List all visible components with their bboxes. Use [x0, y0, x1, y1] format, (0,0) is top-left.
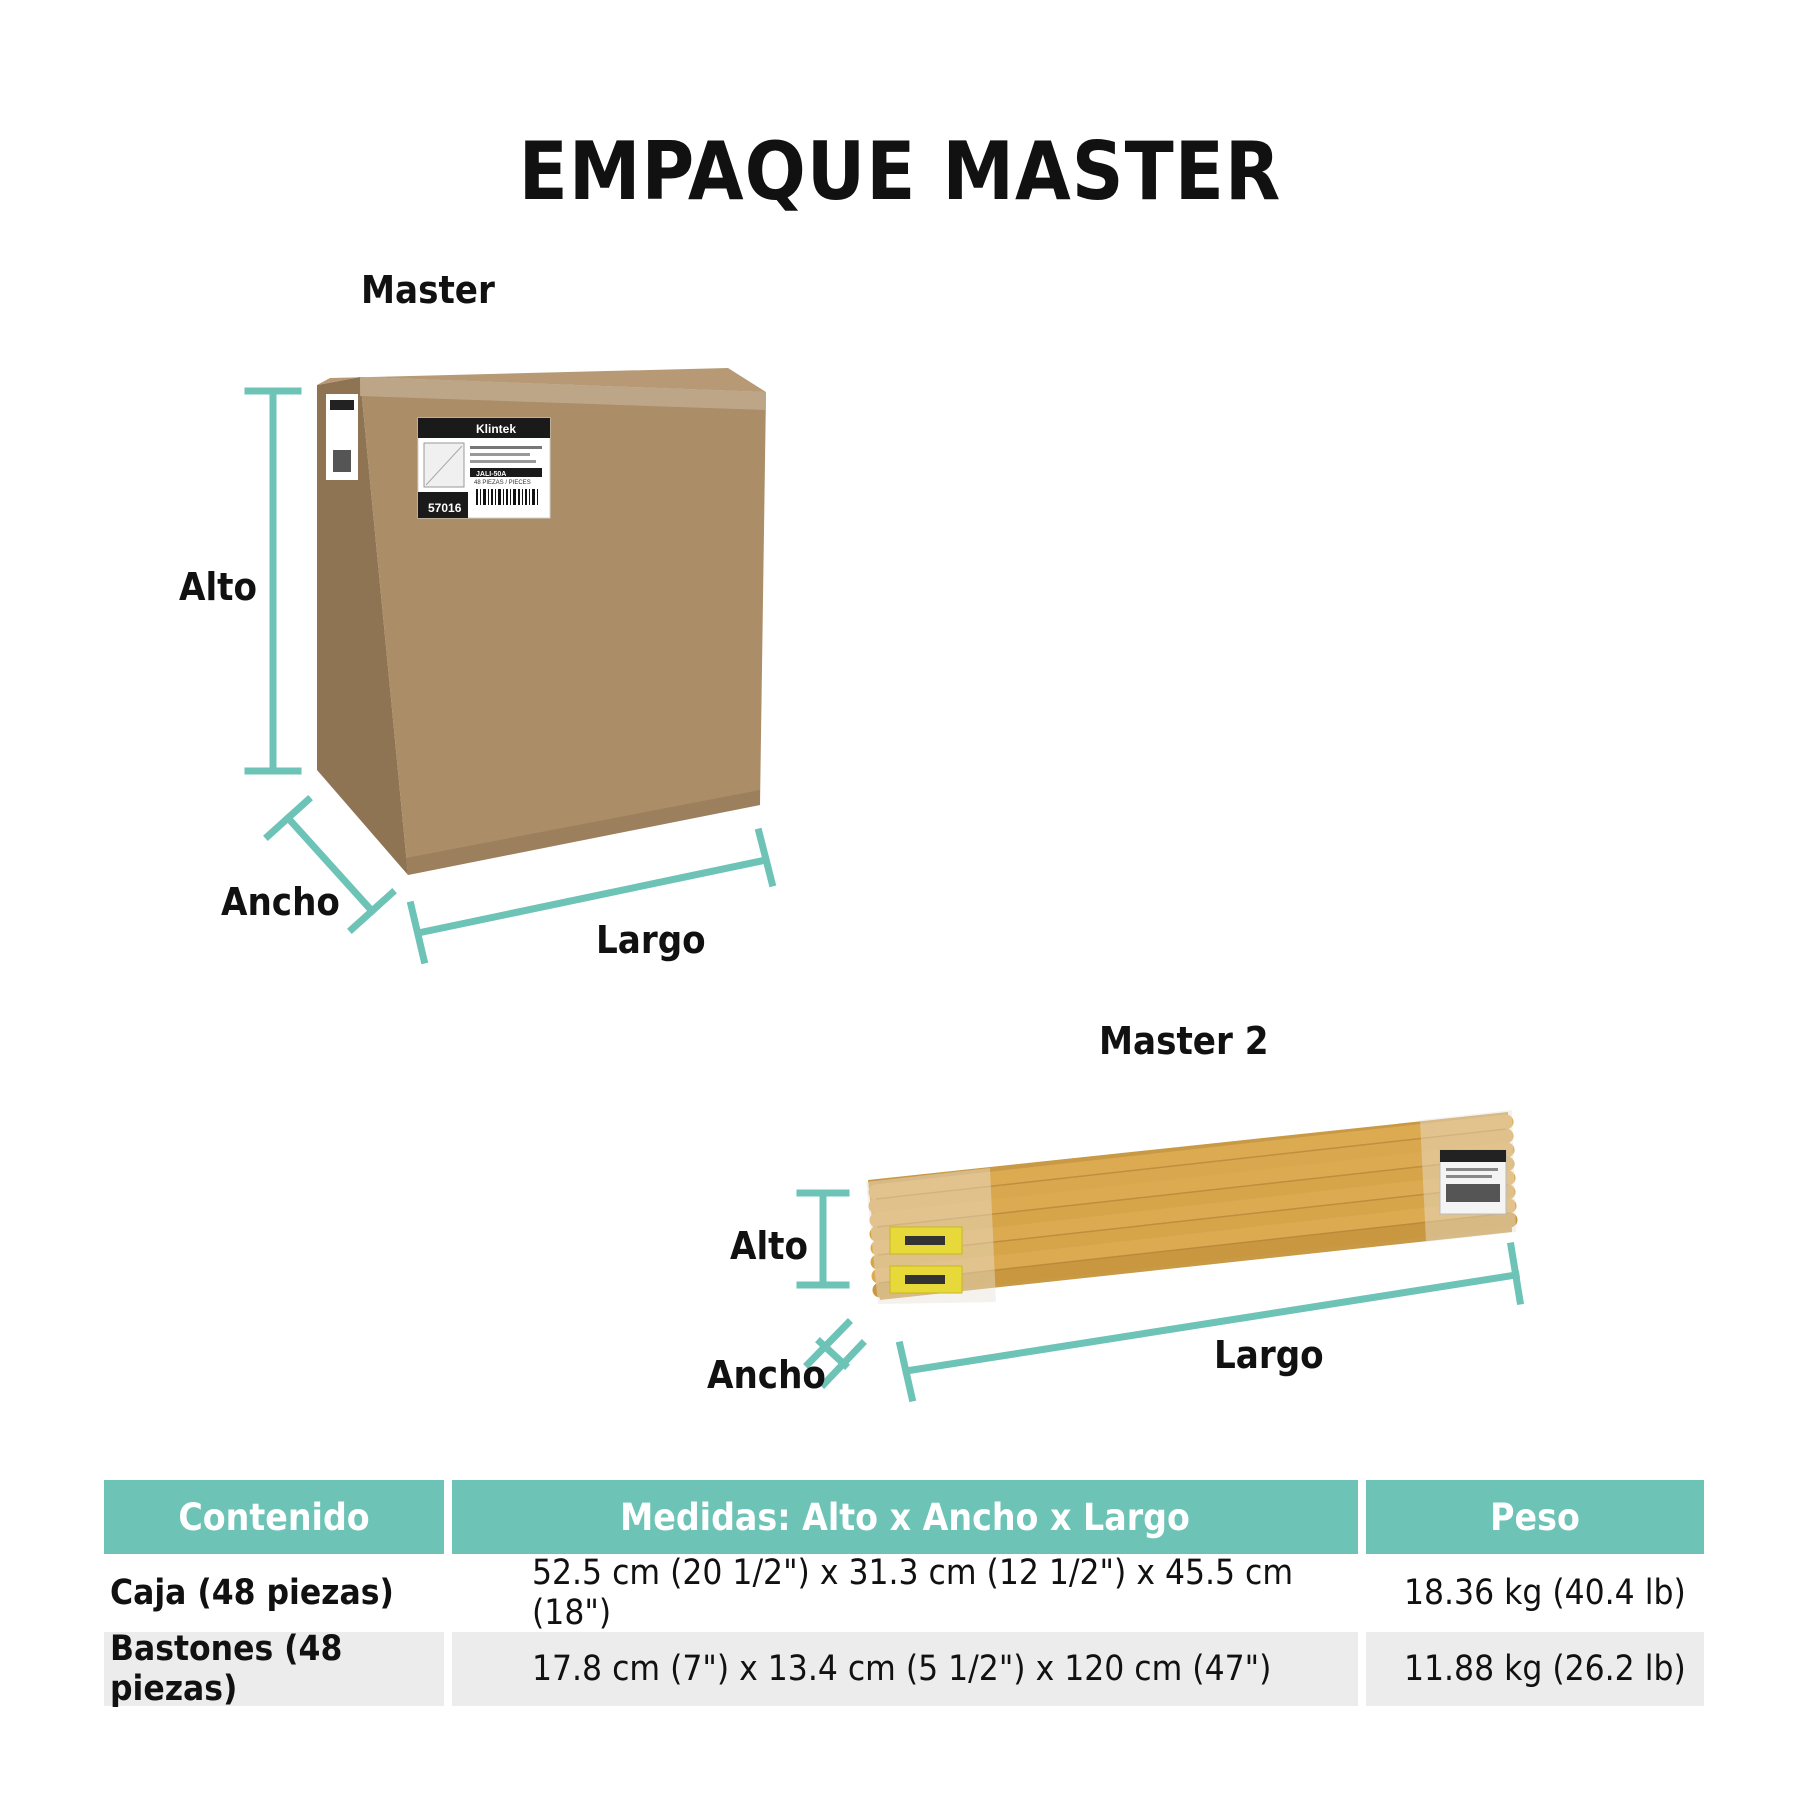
master1-dimension-lines [244, 387, 777, 965]
header-contenido: Contenido [104, 1480, 444, 1554]
master2-dimension-lines [796, 1189, 1525, 1403]
ancho-dimension-line [283, 813, 377, 916]
cell-medidas: 52.5 cm (20 1/2") x 31.3 cm (12 1/2") x … [532, 1553, 1294, 1633]
cell-contenido: Caja (48 piezas) [110, 1573, 394, 1613]
cardboard-box-image: Klintek JALI-50A 57016 48 PIEZAS / PIECE… [317, 368, 766, 875]
table-header-row: Contenido Medidas: Alto x Ancho x Largo … [104, 1480, 1704, 1554]
box-qty-text: 48 PIEZAS / PIECES [474, 480, 531, 486]
header-medidas: Medidas: Alto x Ancho x Largo [452, 1480, 1358, 1554]
table-row: Bastones (48 piezas) 17.8 cm (7") x 13.4… [104, 1629, 1704, 1709]
cell-peso: 11.88 kg (26.2 lb) [1366, 1632, 1704, 1706]
largo2-dimension-line [901, 1270, 1521, 1376]
box-code-text: 57016 [428, 501, 462, 515]
master2-heading: Master 2 [1099, 1019, 1269, 1063]
largo-dimension-line [413, 855, 771, 938]
table-row: Caja (48 piezas) 52.5 cm (20 1/2") x 31.… [104, 1553, 1704, 1633]
master1-ancho-label: Ancho [221, 880, 340, 924]
header-peso: Peso [1366, 1480, 1704, 1554]
box-model-text: JALI-50A [476, 471, 506, 478]
cell-peso: 18.36 kg (40.4 lb) [1404, 1573, 1686, 1613]
sticks-bundle-image [866, 1110, 1518, 1304]
master2-ancho-label: Ancho [707, 1353, 826, 1397]
master1-alto-label: Alto [179, 565, 258, 609]
master2-largo-label: Largo [1214, 1333, 1324, 1377]
master2-alto-label: Alto [730, 1224, 809, 1268]
master1-heading: Master [361, 268, 495, 312]
box-product-label: Klintek JALI-50A 57016 48 PIEZAS / PIECE… [417, 417, 551, 519]
cell-contenido: Bastones (48 piezas) [104, 1629, 444, 1709]
box-brand-text: Klintek [476, 422, 516, 436]
master1-largo-label: Largo [596, 918, 706, 962]
cell-medidas: 17.8 cm (7") x 13.4 cm (5 1/2") x 120 cm… [452, 1632, 1358, 1706]
page-title: EMPAQUE MASTER [518, 125, 1282, 218]
